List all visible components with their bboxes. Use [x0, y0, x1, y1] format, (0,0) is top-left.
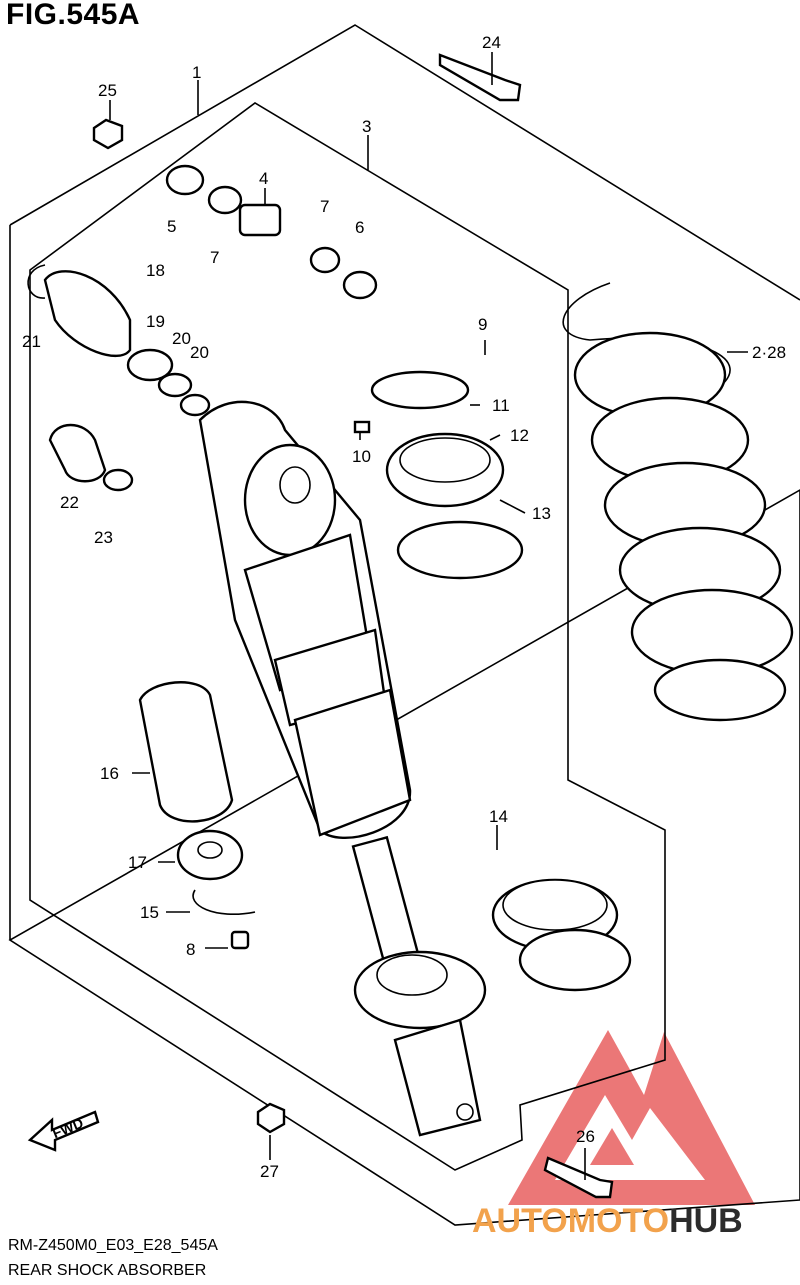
- callout-1: 1: [192, 63, 201, 82]
- callout-7a: 7: [320, 197, 329, 216]
- watermark-word-a: AUTOMOTO: [472, 1202, 669, 1240]
- callout-3: 3: [362, 117, 371, 136]
- callout-23: 23: [94, 528, 113, 547]
- callout-2-28: 2·28: [752, 343, 786, 362]
- callout-26: 26: [576, 1127, 595, 1146]
- fwd-label: FWD: [50, 1115, 86, 1142]
- callout-9: 9: [478, 315, 487, 334]
- callouts: 1 2·28 3 4 5 6 7 7 8 9 10 11 12 13 14 15…: [22, 33, 786, 1181]
- callout-21: 21: [22, 332, 41, 351]
- watermark-wordmark: AUTOMOTOHUB: [472, 1202, 743, 1240]
- reservoir-16: [138, 681, 256, 916]
- callout-13: 13: [532, 504, 551, 523]
- figure-code: RM-Z450M0_E03_E28_545A: [8, 1237, 218, 1254]
- callout-22: 22: [60, 493, 79, 512]
- outline-assembly-1: [8, 24, 800, 1226]
- callout-15: 15: [140, 903, 159, 922]
- small-parts: [27, 53, 632, 1199]
- callout-20a: 20: [172, 329, 191, 348]
- watermark-logo: [508, 1030, 755, 1205]
- svg-text:AUTOMOTOHUB: AUTOMOTOHUB: [472, 1202, 743, 1240]
- callout-11: 11: [492, 396, 510, 415]
- callout-6: 6: [355, 218, 364, 237]
- fwd-arrow-icon: FWD: [27, 1110, 100, 1152]
- callout-24: 24: [482, 33, 501, 52]
- callout-19: 19: [146, 312, 165, 331]
- figure-caption: REAR SHOCK ABSORBER: [8, 1262, 207, 1279]
- callout-4: 4: [259, 169, 268, 188]
- callout-18: 18: [146, 261, 165, 280]
- callout-16: 16: [100, 764, 119, 783]
- callout-25: 25: [98, 81, 117, 100]
- callout-5: 5: [167, 217, 176, 236]
- spring-2-28: [562, 282, 794, 722]
- shock-body: [198, 400, 487, 1137]
- callout-20b: 20: [190, 343, 209, 362]
- callout-14: 14: [489, 807, 508, 826]
- figure-title: FIG.545A: [6, 0, 141, 31]
- callout-12: 12: [510, 426, 529, 445]
- callout-10: 10: [352, 447, 371, 466]
- callout-7b: 7: [210, 248, 219, 267]
- callout-8: 8: [186, 940, 195, 959]
- watermark-word-b: HUB: [669, 1202, 743, 1240]
- outline-shock-3: [29, 102, 666, 1171]
- callout-27: 27: [260, 1162, 279, 1181]
- leader-lines: [109, 52, 748, 1180]
- callout-17: 17: [128, 853, 147, 872]
